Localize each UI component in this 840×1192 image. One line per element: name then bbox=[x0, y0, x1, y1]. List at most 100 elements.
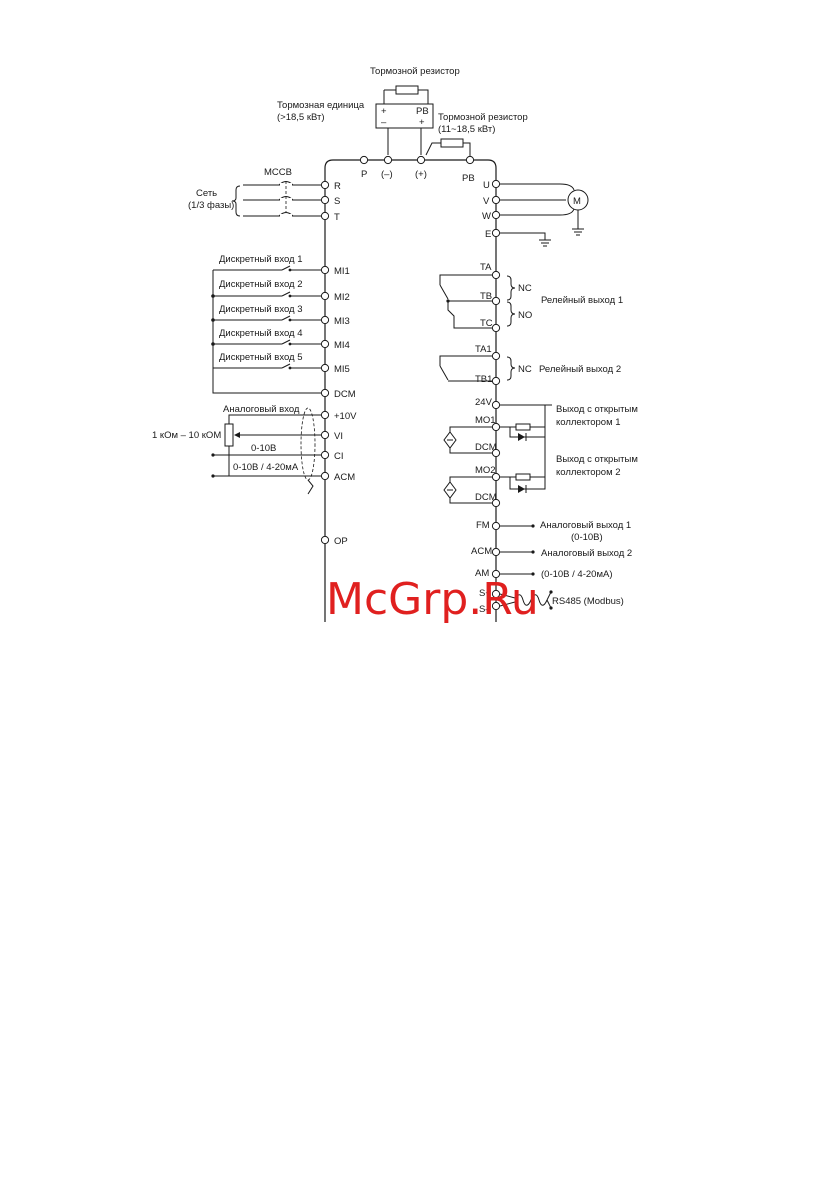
terminal-mi2 bbox=[320, 291, 330, 301]
breaker-s-gap bbox=[280, 198, 292, 202]
mains-brace bbox=[231, 185, 241, 217]
unit-pb-label: PB bbox=[416, 106, 429, 117]
vi-range-label: 0-10В bbox=[251, 443, 276, 454]
brake-resistor-right-wire-r bbox=[463, 142, 471, 157]
terminal-mi4-label: MI4 bbox=[334, 340, 350, 351]
oc1-resistor bbox=[515, 423, 531, 431]
breaker-t-gap bbox=[280, 214, 292, 218]
terminal-ta bbox=[491, 270, 501, 280]
digital-input-1-label: Дискретный вход 1 bbox=[219, 254, 303, 265]
oc2-diode-wire bbox=[509, 477, 546, 490]
terminal-tb1 bbox=[491, 376, 501, 386]
terminal-w-label: W bbox=[482, 211, 491, 222]
acm-right-wire-end bbox=[531, 550, 535, 554]
digital-input-2-label: Дискретный вход 2 bbox=[219, 279, 303, 290]
ao1-label-line2: (0-10В) bbox=[571, 532, 603, 543]
open-collector-outputs: 24V Выход с открытым коллектором 1 Выход… bbox=[443, 397, 638, 508]
mccb-label: MCCB bbox=[264, 167, 292, 178]
terminal-am bbox=[491, 569, 501, 579]
terminal-mi1 bbox=[320, 265, 330, 275]
terminal-s-minus bbox=[491, 601, 501, 611]
watermark: McGrp.Ru bbox=[326, 574, 539, 625]
rs485-end-plus-dot bbox=[549, 590, 553, 594]
oc1-diode-wire bbox=[509, 427, 545, 438]
shield-ellipse bbox=[300, 407, 316, 481]
brake-resistor-top-wire-r bbox=[418, 89, 429, 104]
breaker-r-gap bbox=[280, 183, 292, 187]
terminal-mi5-label: MI5 bbox=[334, 364, 350, 375]
terminal-10v-label: +10V bbox=[334, 411, 357, 422]
motor-output: U V W M E bbox=[482, 179, 589, 247]
ci-range-label: 0-10В / 4-20мА bbox=[233, 462, 299, 473]
brake-resistor-top-symbol bbox=[395, 85, 419, 95]
acm-wire-end bbox=[211, 474, 215, 478]
oc2-label-line1: Выход с открытым bbox=[556, 454, 638, 465]
terminal-v-label: V bbox=[483, 196, 490, 207]
relay1-nc-label: NC bbox=[518, 283, 532, 294]
ci-wire-end bbox=[211, 453, 215, 457]
brake-resistor-right-symbol bbox=[440, 138, 464, 148]
terminal-ta1 bbox=[491, 351, 501, 361]
terminal-dcm-oc1-label: DCM bbox=[475, 442, 497, 453]
terminal-ta-label: TA bbox=[480, 262, 492, 273]
terminal-ci bbox=[320, 450, 330, 460]
terminal-tc bbox=[491, 323, 501, 333]
terminal-r bbox=[320, 180, 330, 190]
terminal-u bbox=[491, 179, 501, 189]
oc-supply-rail bbox=[500, 404, 546, 477]
brake-unit-label: Тормозная единица bbox=[277, 100, 365, 111]
ao1-label-line1: Аналоговый выход 1 bbox=[540, 520, 631, 531]
ao2-label-line1: Аналоговый выход 2 bbox=[541, 548, 632, 559]
relay-outputs: TA TB TC NC NO Релейный выход 1 TA1 TB1 … bbox=[439, 262, 623, 386]
terminal-mo2-label: MO2 bbox=[475, 465, 496, 476]
terminal-mo1-label: MO1 bbox=[475, 415, 496, 426]
terminal-dcm-oc2-label: DCM bbox=[475, 492, 497, 503]
relay1-wire-ta bbox=[439, 274, 492, 285]
terminal-mi3 bbox=[320, 315, 330, 325]
terminal-mo2 bbox=[491, 472, 501, 482]
bus-line bbox=[324, 159, 497, 180]
unit-minus-label: – bbox=[381, 117, 387, 128]
bus-terminal-p bbox=[359, 155, 369, 165]
analog-input-label: Аналоговый вход bbox=[223, 404, 300, 415]
terminal-tb-label: TB bbox=[480, 291, 492, 302]
terminal-dcm-left-label: DCM bbox=[334, 389, 356, 400]
unit-plus2-label: + bbox=[419, 117, 425, 128]
rs485-twisted-pair bbox=[514, 594, 548, 606]
bus-terminal-pb bbox=[465, 155, 475, 165]
rs485-end-minus-dot bbox=[549, 606, 553, 610]
relay1-no-label: NO bbox=[518, 310, 532, 321]
terminal-acm-right bbox=[491, 547, 501, 557]
oc2-diode bbox=[518, 485, 525, 493]
switch-row-4 bbox=[213, 339, 321, 346]
oc2-label-line2: коллектором 2 bbox=[556, 467, 621, 478]
bus-pb-label: PB bbox=[462, 173, 475, 184]
terminal-op-label: OP bbox=[334, 536, 348, 547]
terminal-r-label: R bbox=[334, 181, 341, 192]
relay2-wire-ta1 bbox=[439, 355, 492, 366]
rs485-wire-plus bbox=[499, 593, 516, 599]
brake-resistor-right-wire-l bbox=[425, 142, 441, 156]
brake-resistor-right-label: Тормозной резистор bbox=[438, 112, 528, 123]
terminal-dcm-oc1 bbox=[491, 448, 501, 458]
terminal-fm bbox=[491, 521, 501, 531]
am-wire-end bbox=[531, 572, 535, 576]
rs485-label: RS485 (Modbus) bbox=[552, 596, 624, 607]
digital-input-4-label: Дискретный вход 4 bbox=[219, 328, 303, 339]
rs485: S+ S– RS485 (Modbus) bbox=[479, 588, 624, 615]
relay2-label: Релейный выход 2 bbox=[539, 364, 621, 375]
relay1-contact-nc bbox=[439, 284, 449, 300]
terminal-vi-label: VI bbox=[334, 431, 343, 442]
motor-wire-w bbox=[500, 208, 575, 216]
terminal-mo1 bbox=[491, 422, 501, 432]
terminal-mi3-label: MI3 bbox=[334, 316, 350, 327]
switch-row-3 bbox=[213, 315, 321, 322]
pot-range-label: 1 кОм – 10 кОМ bbox=[152, 430, 221, 441]
brake-unit-power-label: (>18,5 кВт) bbox=[277, 112, 325, 123]
switch-row-1 bbox=[213, 265, 321, 272]
mains-phases-label: (1/3 фазы) bbox=[188, 200, 234, 211]
terminal-t bbox=[320, 211, 330, 221]
terminal-acm-left-label: ACM bbox=[334, 472, 355, 483]
terminal-acm-right-label: ACM bbox=[471, 546, 492, 557]
